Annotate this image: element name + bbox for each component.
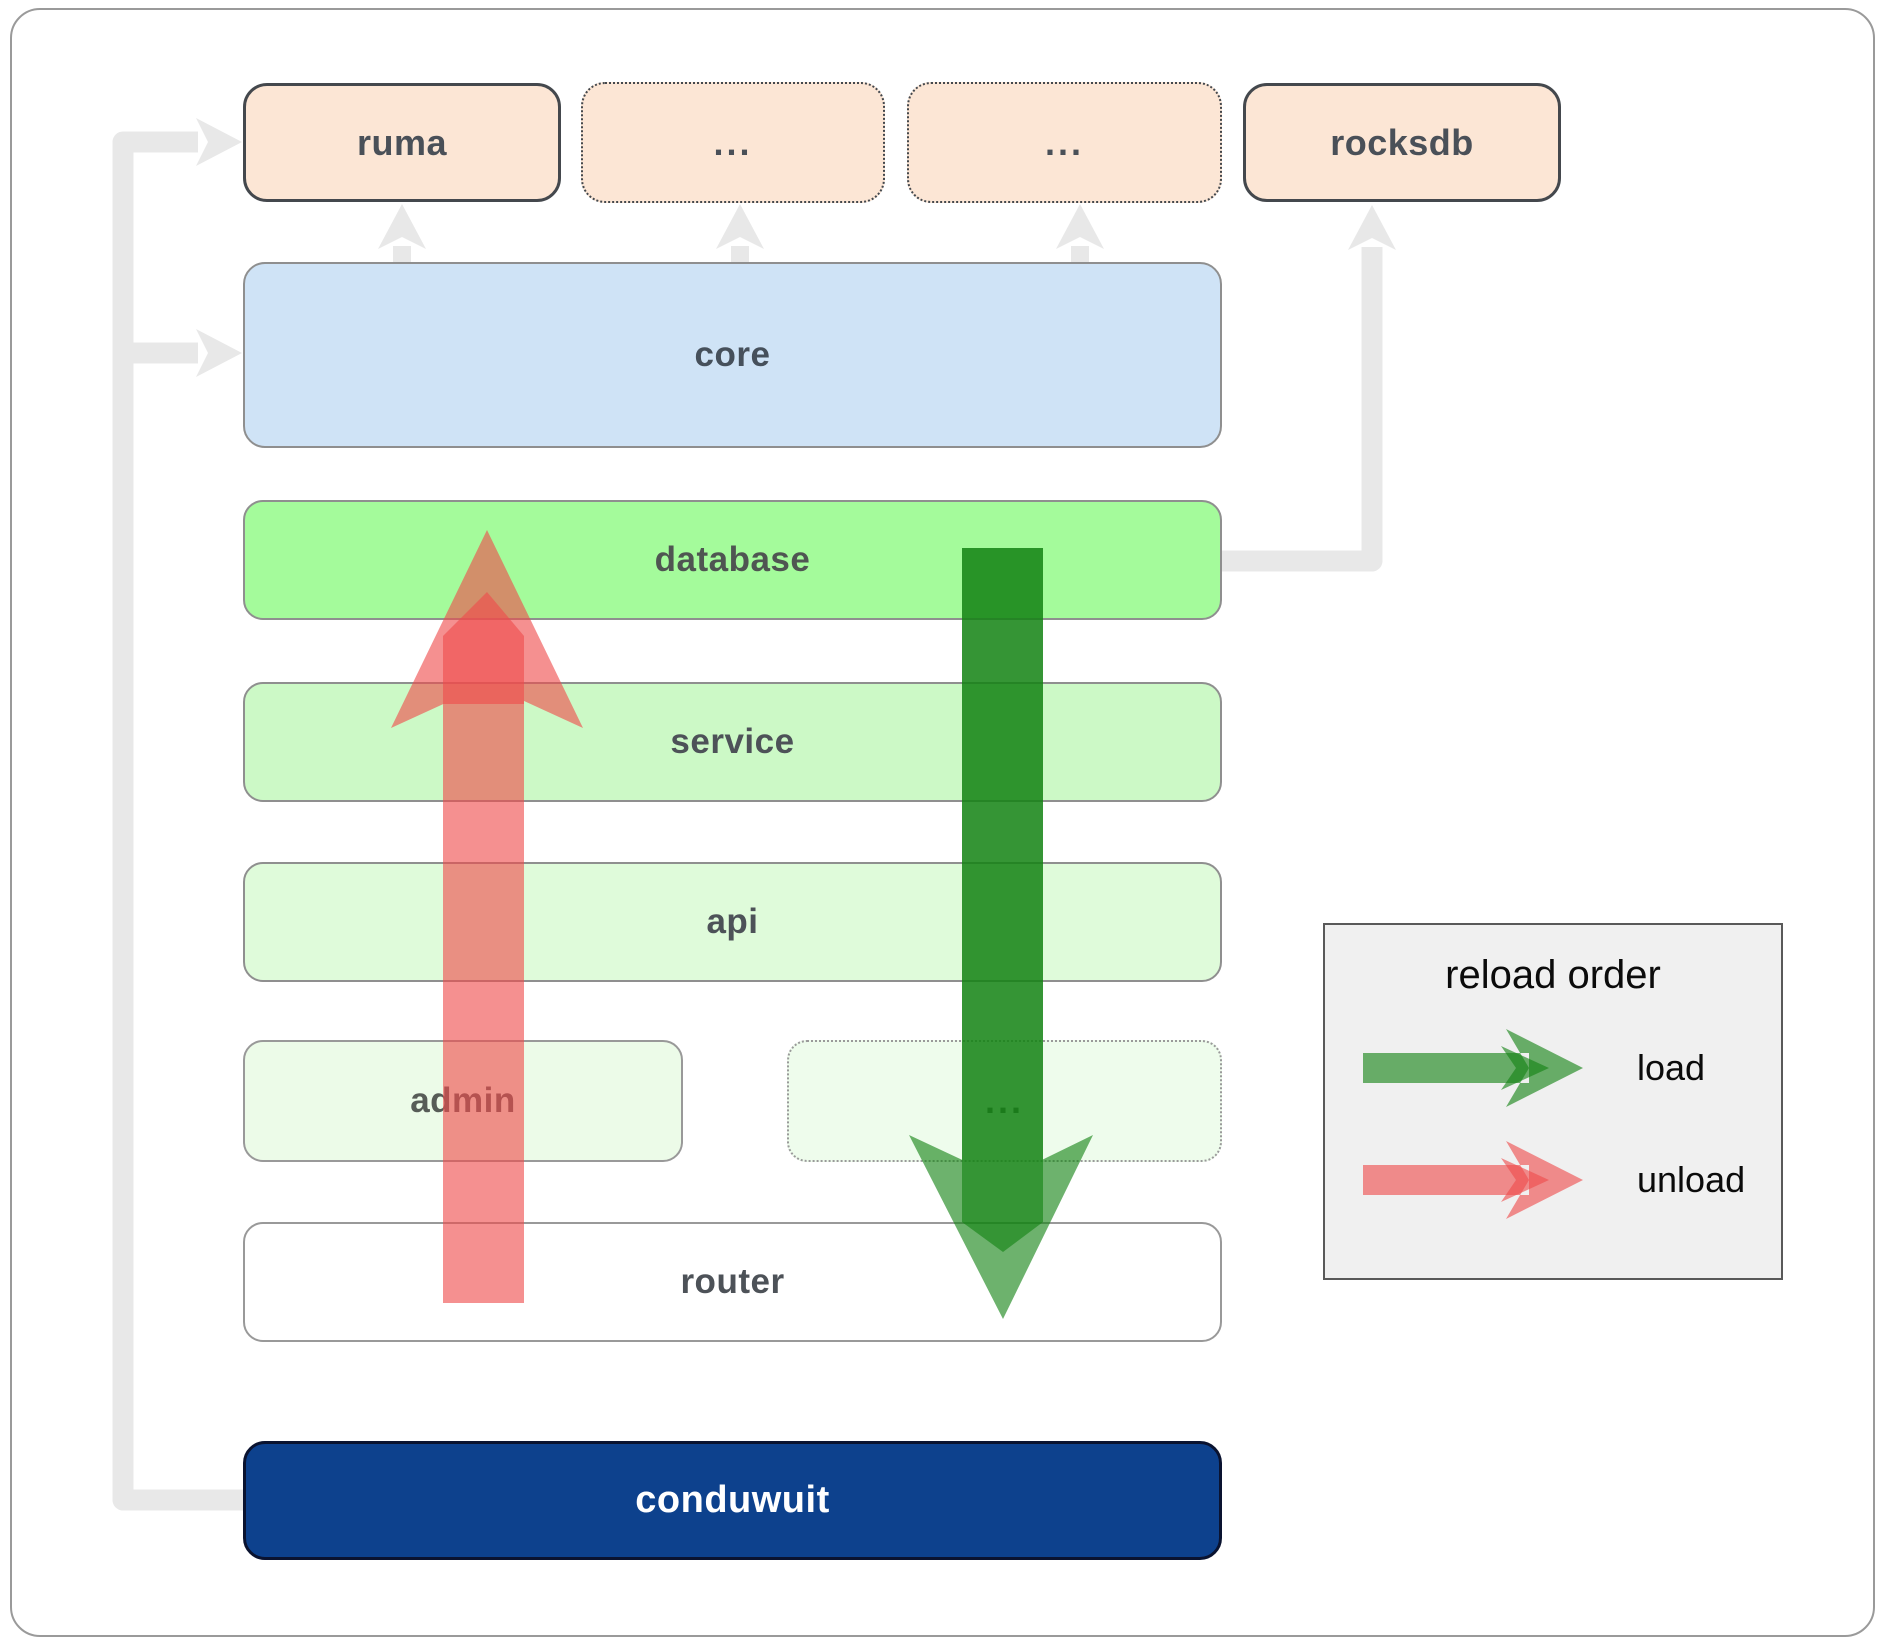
unload-arrow-icon-overlap: [1501, 1158, 1549, 1202]
node-admin-label: admin: [410, 1081, 516, 1120]
outer-frame: [10, 8, 1875, 1637]
load-arrow-icon: [1363, 1029, 1583, 1107]
node-rocksdb: rocksdb: [1243, 83, 1561, 202]
node-router: router: [243, 1222, 1222, 1342]
node-service-label: service: [670, 722, 795, 761]
node-admin: admin: [243, 1040, 683, 1162]
node-database: database: [243, 500, 1222, 620]
load-arrow-icon-overlap: [1501, 1046, 1549, 1090]
legend-row-load: load: [1325, 1026, 1781, 1110]
unload-arrow-icon: [1363, 1141, 1583, 1219]
node-ruma-label: ruma: [356, 121, 448, 163]
node-core-label: core: [694, 335, 771, 374]
node-dep-more-1: ...: [581, 82, 885, 203]
legend-title: reload order: [1445, 953, 1661, 997]
node-core: core: [243, 262, 1222, 448]
legend-row-unload: unload: [1325, 1138, 1781, 1222]
node-database-label: database: [654, 540, 811, 579]
node-api-label: api: [706, 902, 759, 941]
legend-unload-label: unload: [1637, 1159, 1746, 1200]
node-service: service: [243, 682, 1222, 802]
legend: reload order load unload: [1323, 923, 1783, 1280]
node-dep-more-2-label: ...: [1044, 121, 1084, 163]
node-dep-more-2: ...: [907, 82, 1222, 203]
node-ruma: ruma: [243, 83, 561, 202]
node-admin-more-label: ...: [984, 1080, 1024, 1121]
node-admin-more: ...: [787, 1040, 1222, 1162]
node-conduwuit: conduwuit: [243, 1441, 1222, 1560]
load-arrow-icon-shape: [1363, 1029, 1583, 1107]
node-rocksdb-label: rocksdb: [1330, 121, 1474, 163]
node-api: api: [243, 862, 1222, 982]
node-conduwuit-label: conduwuit: [635, 1479, 830, 1521]
unload-arrow-icon-shape: [1363, 1141, 1583, 1219]
node-router-label: router: [680, 1262, 785, 1301]
legend-load-label: load: [1637, 1047, 1706, 1088]
node-dep-more-1-label: ...: [713, 121, 753, 163]
